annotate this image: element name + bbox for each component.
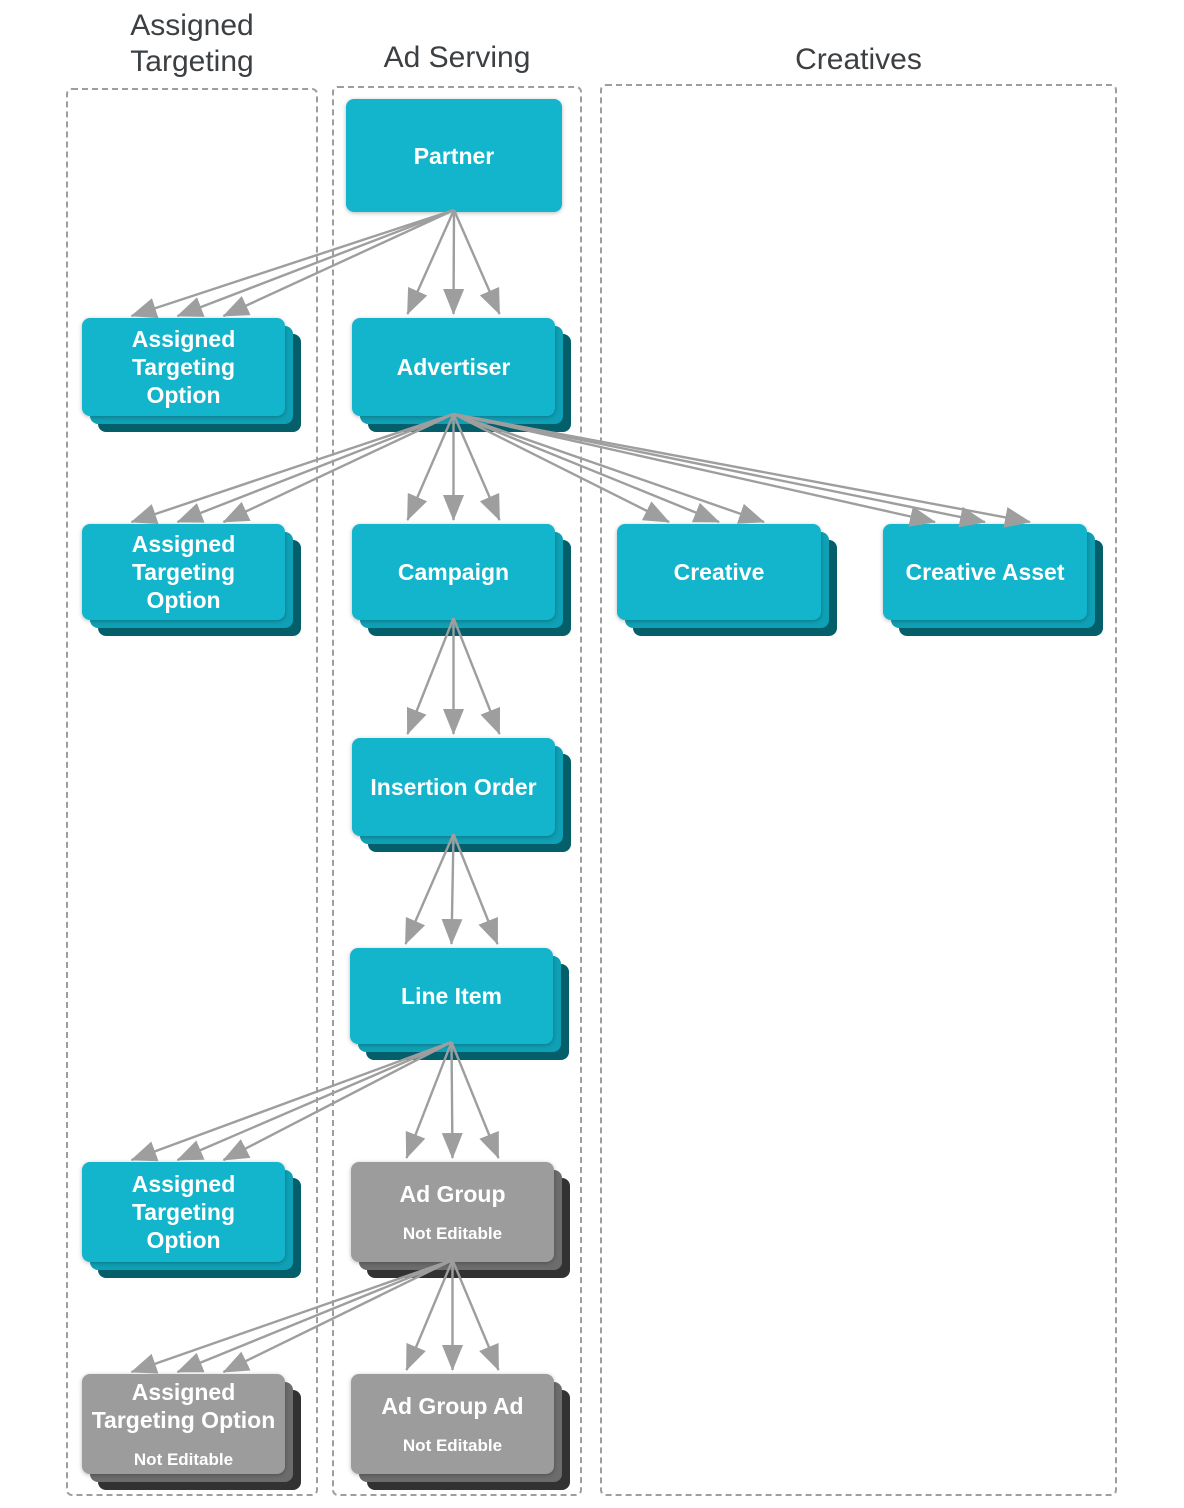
entity-box: Assigned Targeting Option <box>82 1162 285 1262</box>
column-assigned-targeting <box>66 88 318 1496</box>
column-creatives <box>600 84 1117 1496</box>
entity-label: Creative <box>673 559 765 585</box>
entity-box: Advertiser <box>352 318 555 416</box>
entity-box: Partner <box>346 99 562 212</box>
entity-label: Advertiser <box>396 354 511 380</box>
node-ad-group: Ad Group Not Editable <box>351 1162 570 1278</box>
entity-box: Assigned Targeting Option <box>82 524 285 620</box>
node-assigned-targeting-option-1: Assigned Targeting Option <box>82 318 301 432</box>
entity-box: Creative Asset <box>883 524 1087 620</box>
entity-label: Creative Asset <box>905 559 1065 585</box>
entity-label: Line Item <box>401 983 502 1009</box>
entity-label: Assigned Targeting Option <box>91 1379 276 1433</box>
entity-box: Campaign <box>352 524 555 620</box>
node-assigned-targeting-option-3: Assigned Targeting Option <box>82 1162 301 1278</box>
entity-box: Line Item <box>350 948 553 1044</box>
node-creative-asset: Creative Asset <box>883 524 1103 636</box>
entity-label: Campaign <box>397 559 510 585</box>
entity-box: Creative <box>617 524 821 620</box>
entity-label: Partner <box>413 142 495 169</box>
entity-label: Assigned Targeting Option <box>131 531 236 613</box>
node-creative: Creative <box>617 524 837 636</box>
node-insertion-order: Insertion Order <box>352 738 571 852</box>
column-title-assigned-targeting: Assigned Targeting <box>130 9 254 78</box>
entity-box: Ad Group Not Editable <box>351 1162 554 1262</box>
entity-label: Assigned Targeting Option <box>131 1171 236 1253</box>
entity-label: Assigned Targeting Option <box>131 326 236 408</box>
column-title-ad-serving: Ad Serving <box>383 41 531 74</box>
entity-sublabel: Not Editable <box>402 1224 503 1243</box>
entity-label: Insertion Order <box>370 774 537 800</box>
node-campaign: Campaign <box>352 524 571 636</box>
node-advertiser: Advertiser <box>352 318 571 432</box>
entity-box: Assigned Targeting Option <box>82 318 285 416</box>
column-title-creatives: Creatives <box>795 43 922 76</box>
node-assigned-targeting-option-4: Assigned Targeting Option Not Editable <box>82 1374 301 1490</box>
entity-box: Assigned Targeting Option Not Editable <box>82 1374 285 1474</box>
entity-sublabel: Not Editable <box>402 1436 503 1455</box>
entity-label: Ad Group Ad <box>381 1393 524 1419</box>
entity-sublabel: Not Editable <box>133 1450 234 1469</box>
node-line-item: Line Item <box>350 948 569 1060</box>
node-assigned-targeting-option-2: Assigned Targeting Option <box>82 524 301 636</box>
node-partner: Partner <box>346 99 562 212</box>
entity-label: Ad Group <box>399 1181 506 1207</box>
column-ad-serving <box>332 86 582 1496</box>
entity-box: Insertion Order <box>352 738 555 836</box>
node-ad-group-ad: Ad Group Ad Not Editable <box>351 1374 570 1490</box>
entity-box: Ad Group Ad Not Editable <box>351 1374 554 1474</box>
